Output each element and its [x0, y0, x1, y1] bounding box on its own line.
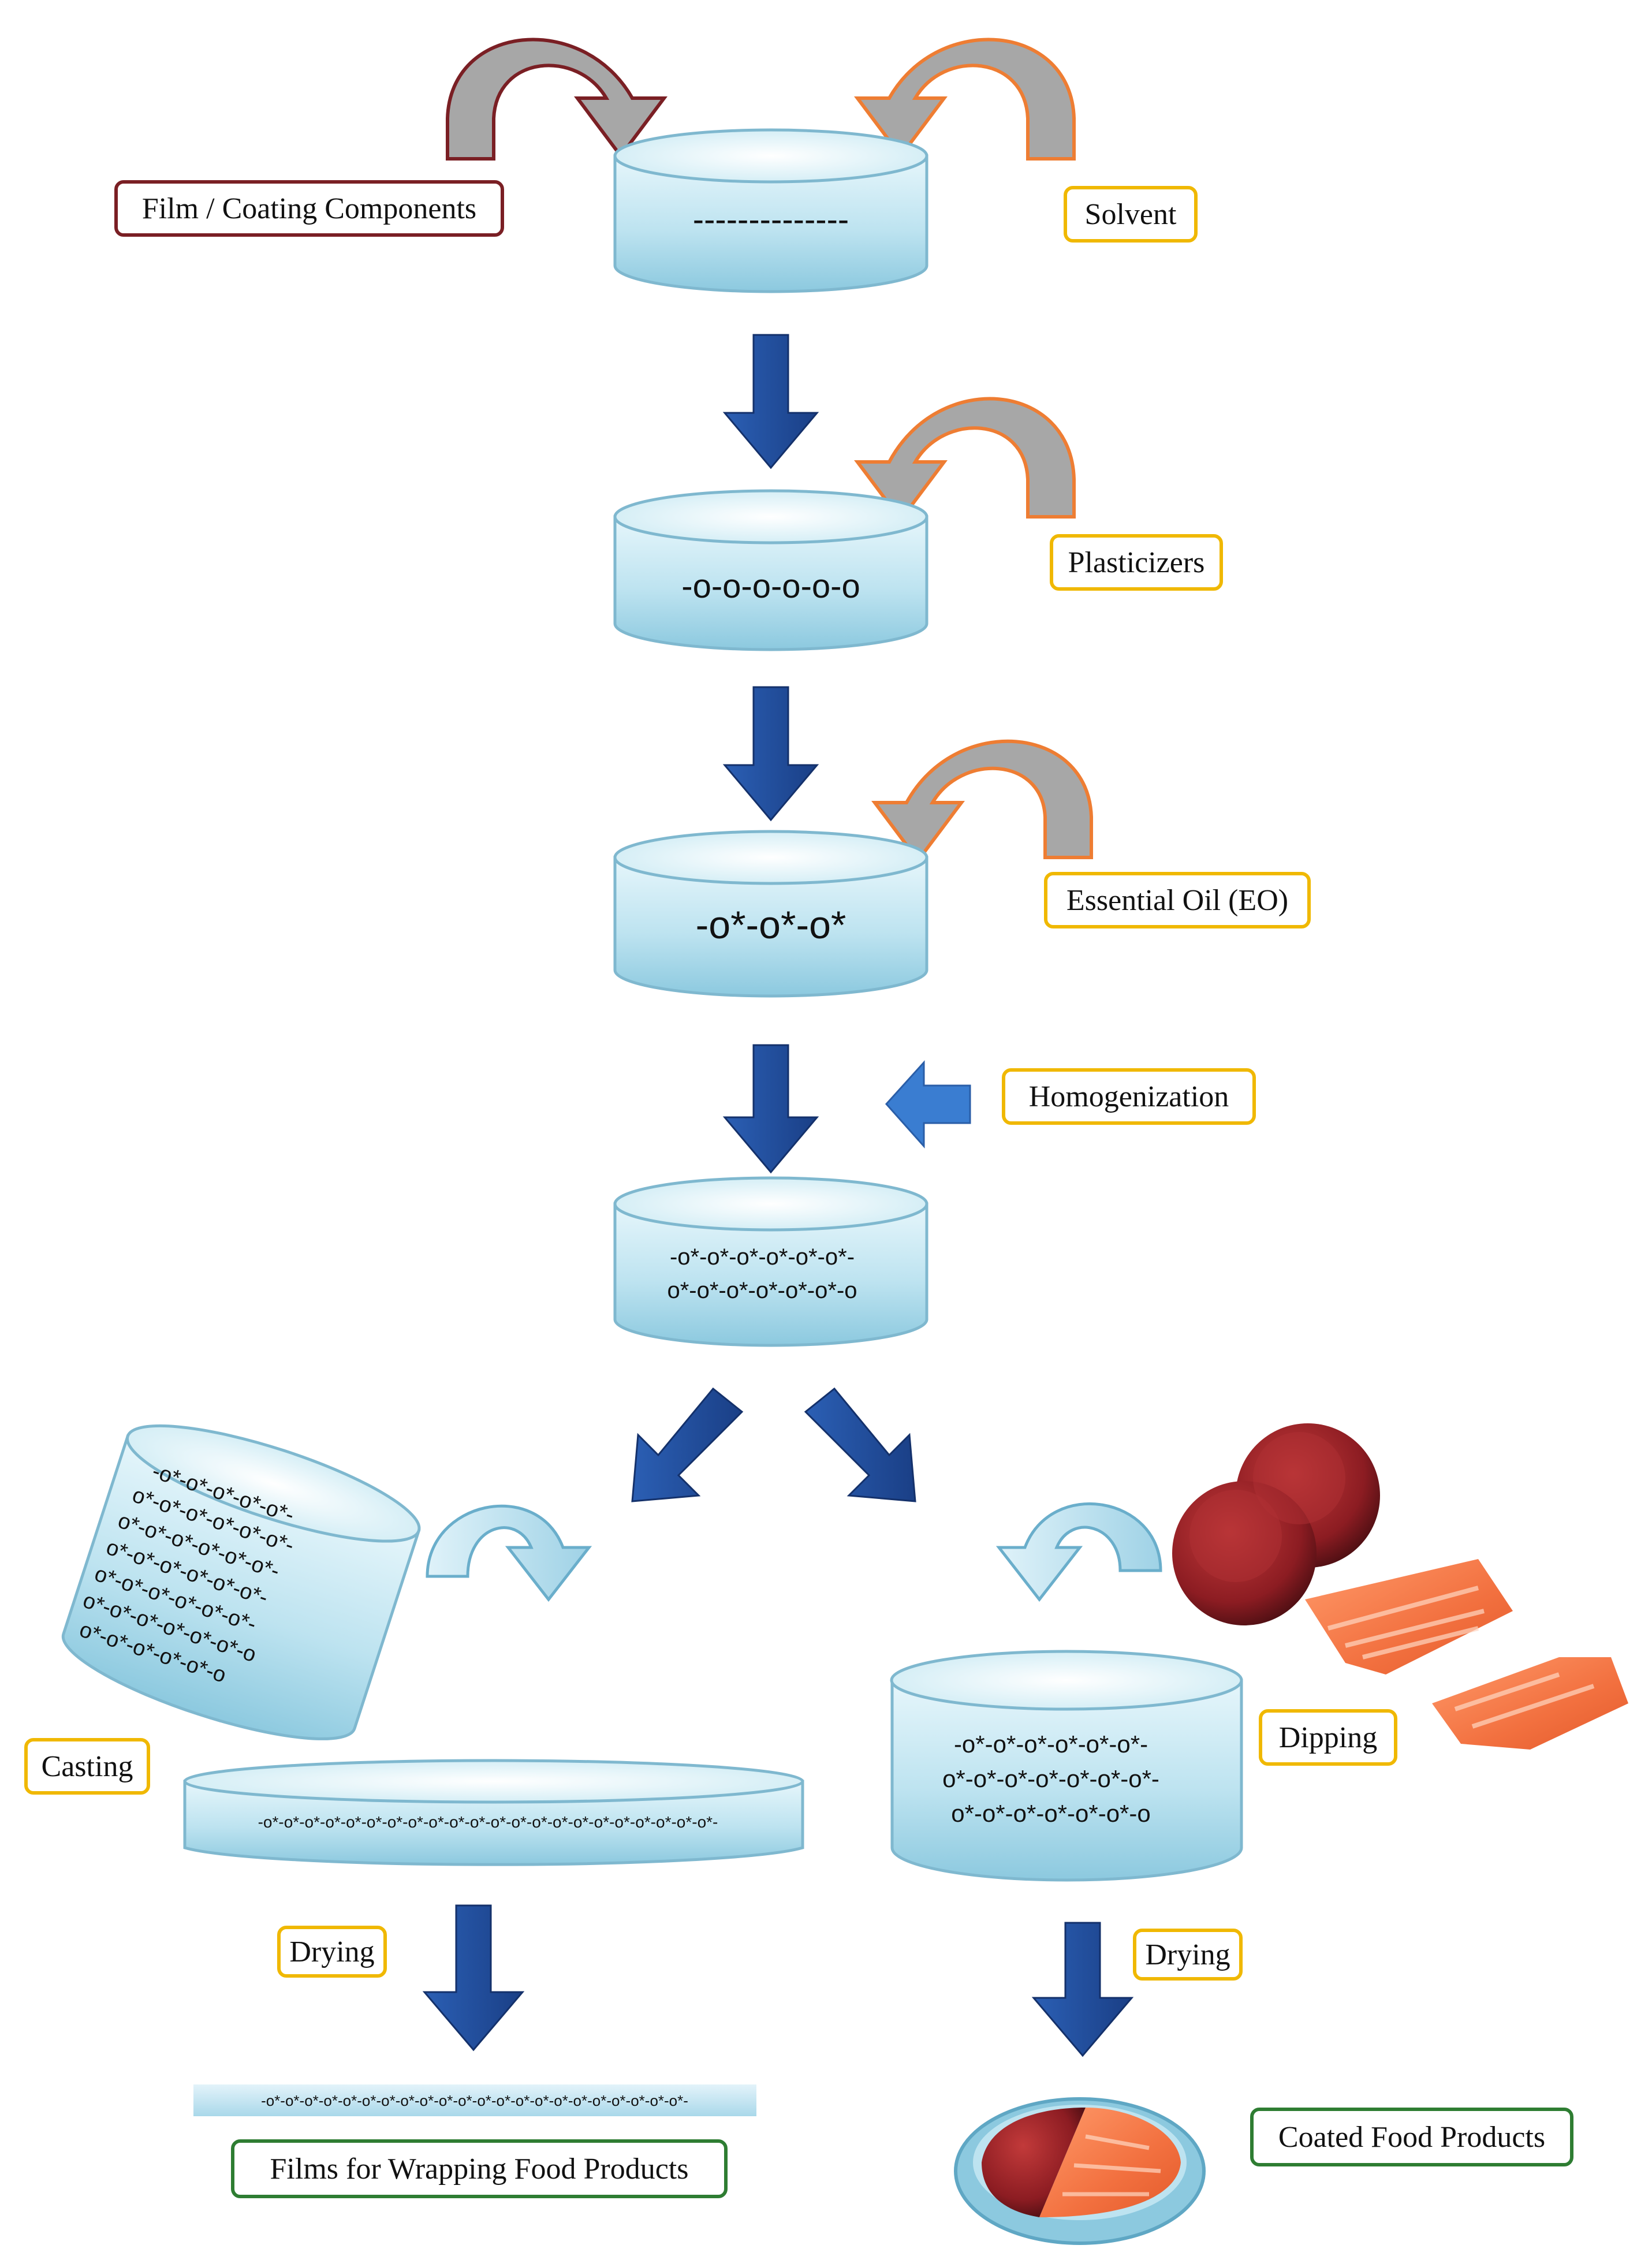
flow-arrow-1 [722, 334, 819, 469]
mixing-container-2: -o-o-o-o-o-o [613, 489, 928, 651]
casting-tray-content: -o*-o*-o*-o*-o*-o*-o*-o*-o*-o*-o*-o*-o*-… [258, 1813, 718, 1831]
homogenization-label-text: Homogenization [1028, 1080, 1229, 1113]
essential-oil-input-arrow [871, 739, 1093, 863]
dipping-line-3: o*-o*-o*-o*-o*-o*-o [951, 1800, 1151, 1827]
drying-arrow-left [422, 1904, 525, 2052]
mixing-container-4: -o*-o*-o*-o*-o*-o*- o*-o*-o*-o*-o*-o*-o [613, 1176, 928, 1347]
essential-oil-label: Essential Oil (EO) [1044, 872, 1311, 928]
drying-right-label: Drying [1133, 1929, 1243, 1981]
film-strip-content: -o*-o*-o*-o*-o*-o*-o*-o*-o*-o*-o*-o*-o*-… [261, 2092, 688, 2109]
film-strip: -o*-o*-o*-o*-o*-o*-o*-o*-o*-o*-o*-o*-o*-… [193, 2084, 756, 2116]
casting-tray: -o*-o*-o*-o*-o*-o*-o*-o*-o*-o*-o*-o*-o*-… [183, 1759, 804, 1866]
solvent-label-text: Solvent [1084, 197, 1177, 231]
salmon-fillet-image-1 [1305, 1559, 1513, 1675]
container-4-line-1: -o*-o*-o*-o*-o*-o*- [670, 1244, 855, 1270]
casting-label-text: Casting [41, 1750, 133, 1783]
dipping-label: Dipping [1259, 1709, 1397, 1766]
tilted-pouring-container: -o*-o*-o*-o*-o*- o*-o*-o*-o*-o*-o*- o*-o… [61, 1424, 421, 1740]
plasticizers-label: Plasticizers [1050, 534, 1223, 591]
container-2-content: -o-o-o-o-o-o [681, 568, 860, 605]
casting-label: Casting [24, 1738, 150, 1795]
container-3-content: -o*-o*-o* [696, 903, 846, 947]
dipping-curved-arrow [995, 1502, 1162, 1602]
flow-arrow-2 [722, 686, 819, 822]
dipping-label-text: Dipping [1278, 1721, 1378, 1754]
films-output-label-text: Films for Wrapping Food Products [270, 2152, 689, 2186]
homogenization-arrow [885, 1060, 971, 1148]
dipping-container: -o*-o*-o*-o*-o*-o*- o*-o*-o*-o*-o*-o*-o*… [890, 1650, 1243, 1882]
solvent-input-arrow [854, 38, 1076, 161]
homogenization-label: Homogenization [1002, 1068, 1256, 1125]
container-4-line-2: o*-o*-o*-o*-o*-o*-o [667, 1278, 857, 1303]
meat-patties-image [1172, 1423, 1380, 1625]
film-components-label: Film / Coating Components [114, 180, 504, 237]
casting-curved-arrow [426, 1504, 592, 1602]
drying-arrow-right [1031, 1922, 1134, 2057]
container-1-content: -------------- [693, 201, 849, 238]
split-arrow-left [631, 1387, 744, 1502]
coated-food-bowl [954, 2097, 1206, 2245]
drying-right-label-text: Drying [1145, 1938, 1230, 1971]
dipping-line-1: -o*-o*-o*-o*-o*-o*- [954, 1731, 1148, 1758]
coated-output-label: Coated Food Products [1250, 2108, 1573, 2166]
dipping-line-2: o*-o*-o*-o*-o*-o*-o*- [942, 1765, 1159, 1792]
solvent-label: Solvent [1064, 186, 1198, 243]
mixing-container-1: -------------- [613, 128, 928, 293]
coated-output-label-text: Coated Food Products [1278, 2120, 1546, 2154]
film-components-input-arrow [446, 38, 667, 161]
drying-left-label: Drying [277, 1926, 387, 1978]
film-components-label-text: Film / Coating Components [141, 192, 477, 225]
plasticizers-label-text: Plasticizers [1068, 546, 1205, 579]
drying-left-label-text: Drying [289, 1935, 375, 1968]
flow-arrow-3 [722, 1044, 819, 1174]
essential-oil-label-text: Essential Oil (EO) [1066, 883, 1289, 917]
mixing-container-3: -o*-o*-o* [613, 830, 928, 998]
split-arrow-right [804, 1387, 916, 1502]
plasticizers-input-arrow [854, 397, 1076, 523]
films-output-label: Films for Wrapping Food Products [231, 2139, 728, 2198]
salmon-fillet-image-2 [1432, 1657, 1628, 1750]
